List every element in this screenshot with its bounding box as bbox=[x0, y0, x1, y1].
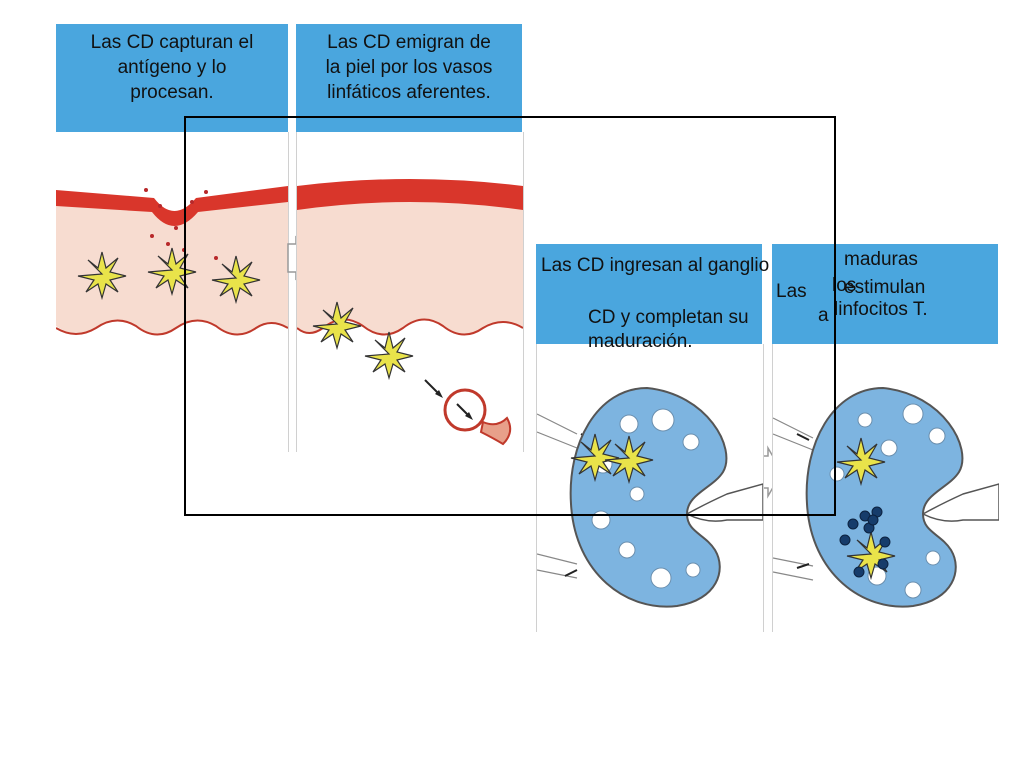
lymphocyte-icon bbox=[839, 506, 891, 578]
caption-node-entry-fragment-2: Las bbox=[776, 281, 807, 302]
skin-illustration-capture bbox=[56, 132, 289, 452]
caption-node-entry bbox=[536, 244, 762, 344]
caption-stimulate-fragment-3: estimulan bbox=[844, 277, 926, 298]
caption-capture: Las CD capturan el antígeno y lo procesa… bbox=[56, 24, 288, 132]
caption-stimulate bbox=[772, 244, 998, 344]
caption-stimulate-fragment-2: los bbox=[832, 275, 857, 296]
caption-line: linfáticos aferentes. bbox=[327, 82, 491, 103]
node-illustration-entry bbox=[536, 344, 764, 632]
caption-stimulate-fragment-5: linfocitos T. bbox=[834, 299, 928, 320]
caption-migrate: Las CD emigran de la piel por los vasos … bbox=[296, 24, 522, 132]
skin-illustration-migrate bbox=[296, 132, 524, 452]
node-illustration-stimulate bbox=[772, 344, 999, 632]
caption-node-entry-fragment-4: maduración. bbox=[588, 331, 693, 352]
caption-line: procesan. bbox=[130, 82, 214, 103]
dendritic-cell-icon bbox=[570, 433, 654, 485]
caption-node-entry-fragment-1: Las CD ingresan al ganglio bbox=[541, 255, 770, 276]
lymph-vessel-icon bbox=[443, 388, 512, 446]
lymph-node-icon bbox=[805, 386, 999, 608]
caption-line: Las CD capturan el bbox=[90, 32, 254, 53]
dendritic-cell-icon bbox=[312, 301, 414, 381]
caption-line: Las CD emigran de bbox=[327, 32, 491, 53]
caption-stimulate-fragment-4: a bbox=[818, 305, 829, 326]
caption-stimulate-fragment-1: maduras bbox=[844, 249, 918, 270]
caption-line: la piel por los vasos bbox=[325, 57, 493, 78]
caption-line: antígeno y lo bbox=[117, 57, 227, 78]
caption-node-entry-fragment-3: CD y completan su bbox=[588, 307, 749, 328]
